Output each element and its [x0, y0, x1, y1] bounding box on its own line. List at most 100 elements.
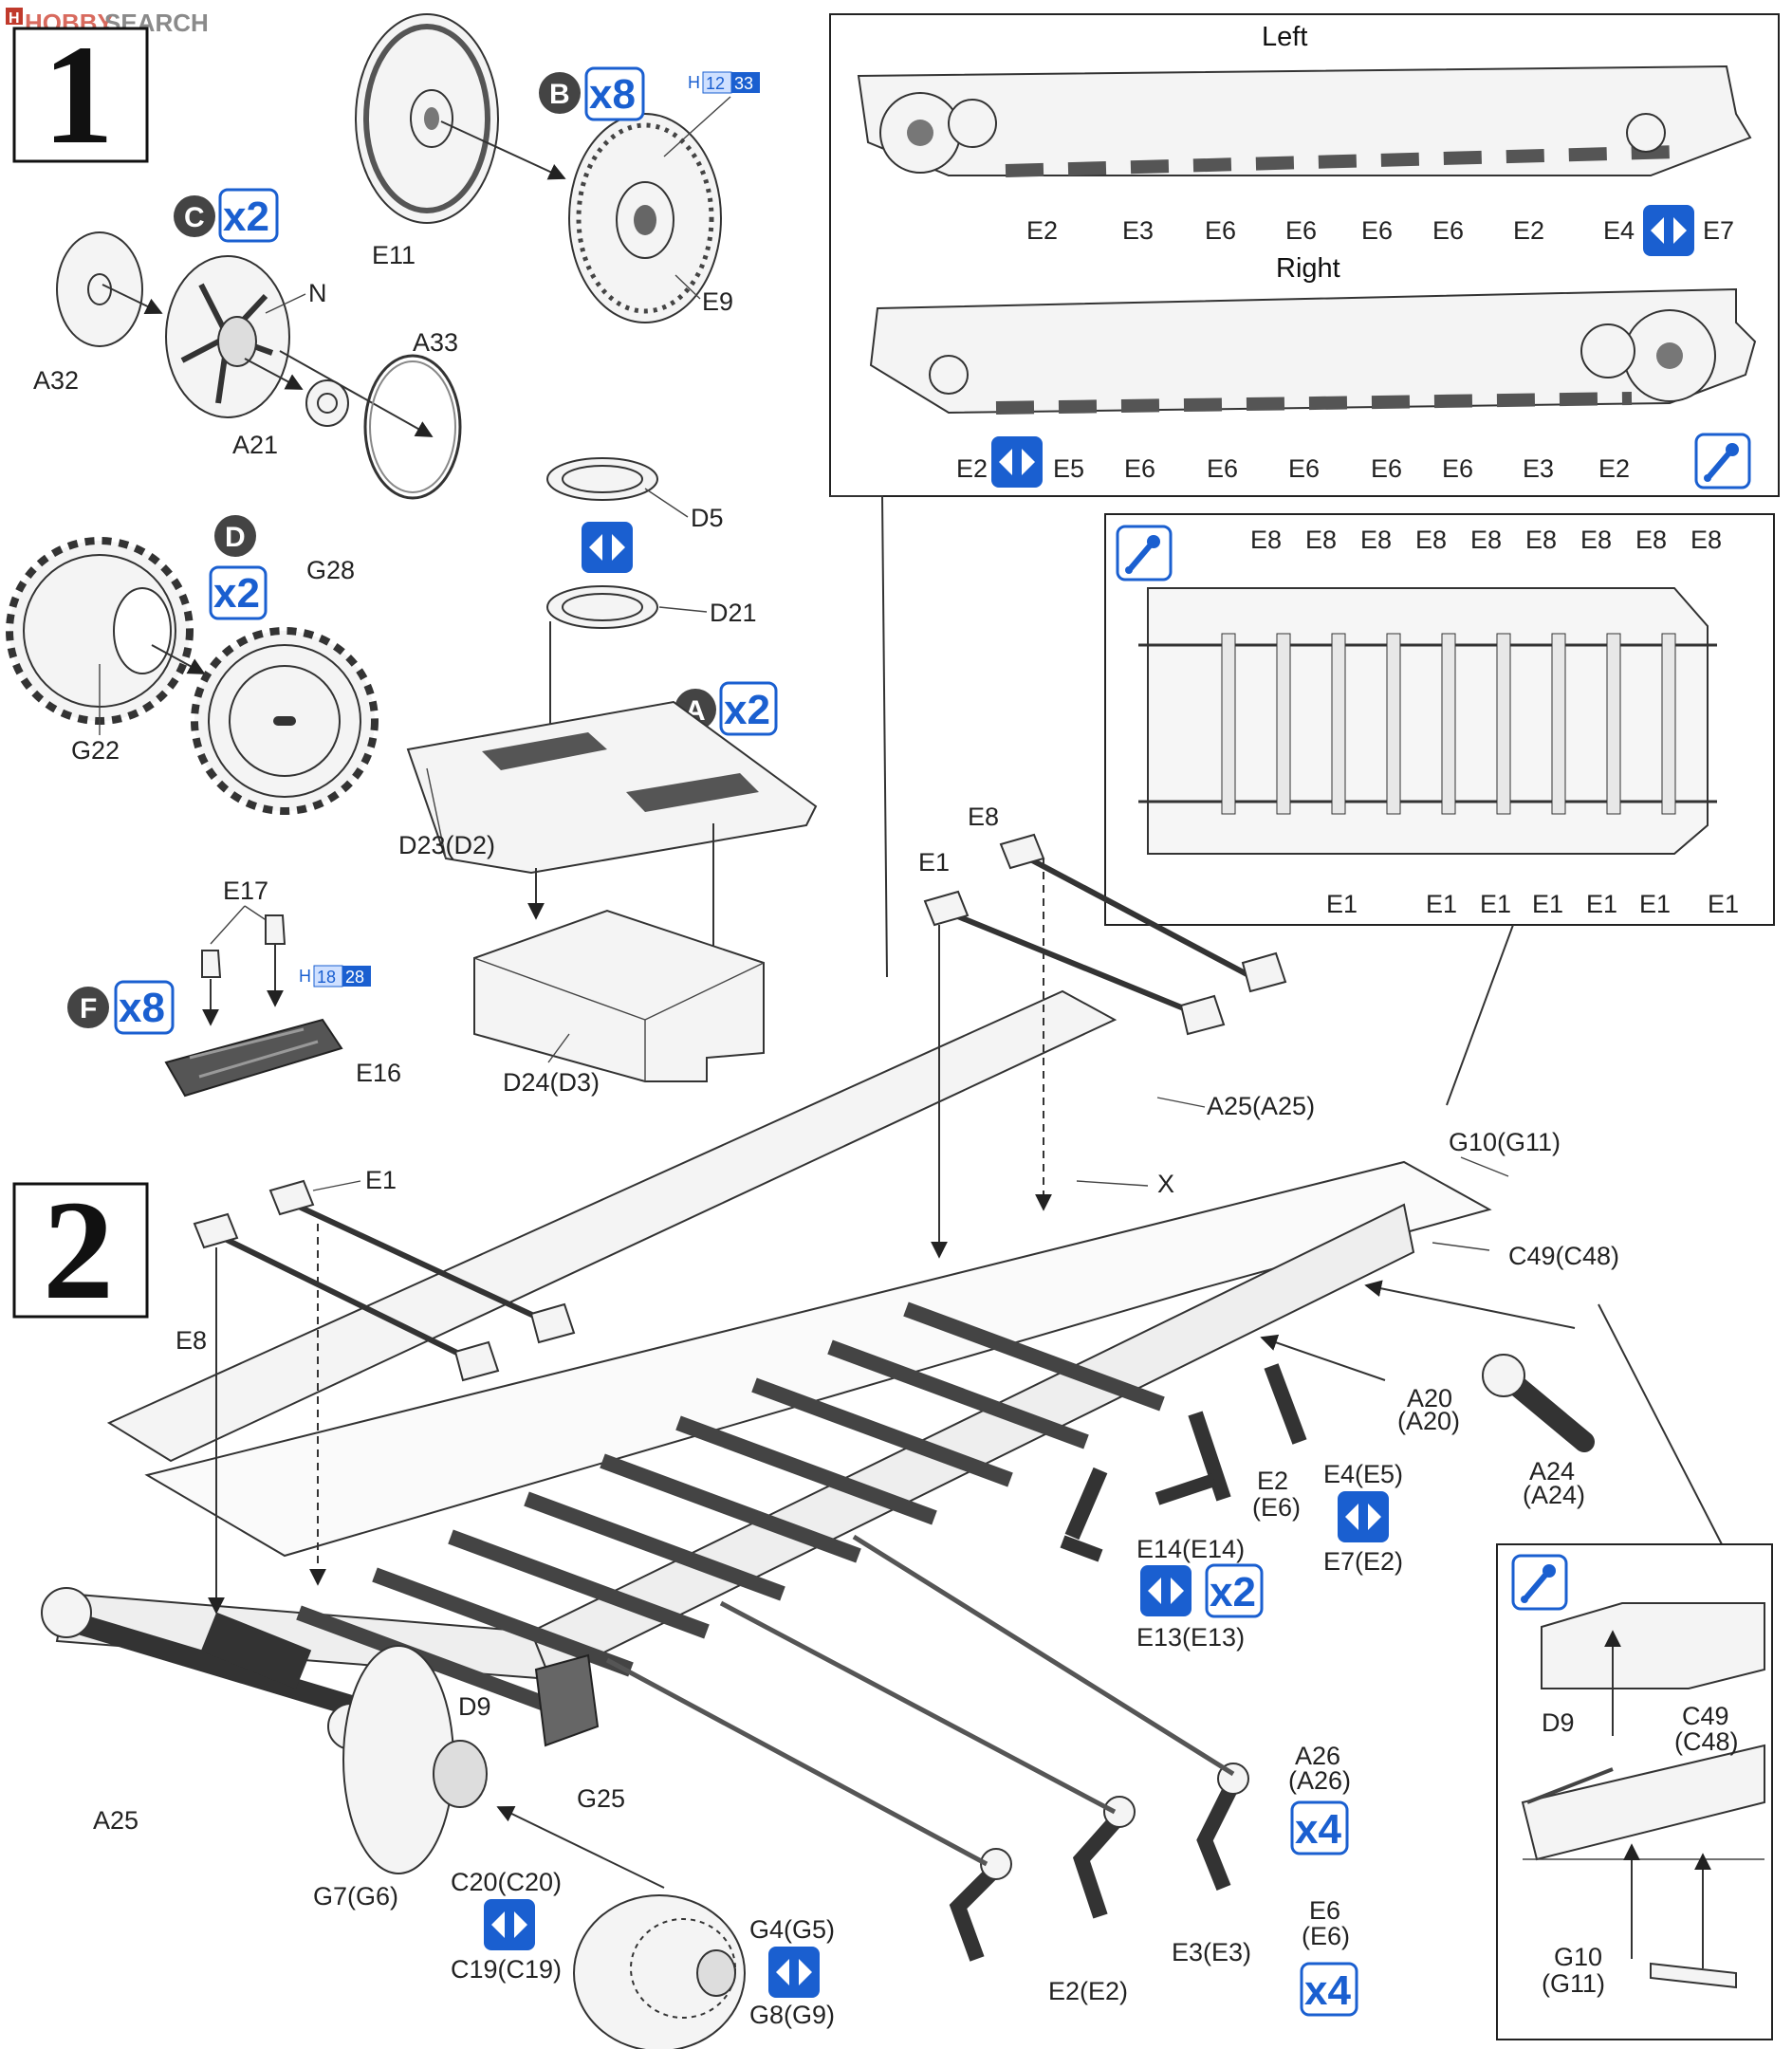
left-part-label: E6 — [1205, 216, 1236, 245]
arm-e3 — [1072, 1796, 1136, 1919]
step1-number: 1 — [43, 16, 114, 174]
sprue-d-badge: D x2 — [209, 515, 268, 620]
detail-label-g10a: G10 — [1554, 1943, 1602, 1971]
torsion-bar — [1606, 633, 1621, 815]
e8-part-label: E8 — [1525, 526, 1557, 554]
sprocket-g22 — [6, 537, 194, 725]
final-drive-g4 — [573, 1894, 746, 2049]
left-part-label: E6 — [1361, 216, 1393, 245]
suspension-arm-a24 — [1482, 1354, 1595, 1452]
torsion-bar — [600, 1453, 861, 1563]
step2-label-e14: E14(E14) — [1136, 1535, 1245, 1563]
step2-label-e6b: (E6) — [1302, 1922, 1350, 1950]
glue-icon — [1513, 1556, 1566, 1609]
label-e16: E16 — [356, 1059, 401, 1087]
step2-label-g4: G4(G5) — [749, 1915, 835, 1944]
torsion-bar — [1276, 633, 1291, 815]
step2-label-e4: E4(E5) — [1323, 1460, 1403, 1488]
svg-text:x2: x2 — [213, 570, 260, 617]
e8-part-label: E8 — [1580, 526, 1612, 554]
step2-label-e3: E3(E3) — [1172, 1938, 1251, 1966]
label-e1-left: E1 — [365, 1166, 397, 1194]
svg-text:H: H — [9, 10, 20, 27]
step1-number-box: 1 — [12, 16, 149, 174]
reverse-arrows-icon — [768, 1947, 820, 1998]
idler-part-a32 — [56, 231, 143, 347]
svg-text:12: 12 — [706, 74, 725, 93]
torsion-bar — [1386, 633, 1401, 815]
svg-text:H: H — [299, 967, 311, 986]
right-title: Right — [1276, 253, 1340, 284]
step2-label-c49: C49(C48) — [1508, 1242, 1619, 1270]
svg-text:x2: x2 — [724, 687, 770, 733]
block-d24 — [473, 909, 765, 1082]
label-n: N — [308, 279, 327, 307]
label-g22: G22 — [71, 736, 120, 765]
svg-text:28: 28 — [345, 968, 364, 987]
reverse-arrows-icon — [484, 1899, 535, 1950]
svg-text:x2: x2 — [223, 194, 269, 240]
e1-part-label: E1 — [1426, 890, 1457, 918]
torsion-bars — [296, 1301, 1165, 1715]
step2-label-a24a: A24 — [1529, 1457, 1575, 1486]
label-e1-top: E1 — [918, 848, 950, 877]
e8-part-label: E8 — [1635, 526, 1667, 554]
e1-part-label: E1 — [1586, 890, 1617, 918]
label-e9: E9 — [702, 287, 733, 316]
e8-part-label: E8 — [1360, 526, 1392, 554]
label-d21: D21 — [710, 599, 757, 627]
torsion-bar — [524, 1491, 785, 1601]
sprue-b-badge: B x8 — [539, 66, 645, 121]
detail-label-c49b: (C48) — [1674, 1727, 1739, 1756]
reverse-arrows-icon — [991, 436, 1043, 488]
label-a33: A33 — [413, 328, 458, 357]
right-part-label: E2 — [1598, 454, 1630, 483]
rail-e8-left — [193, 1212, 500, 1382]
e1-part-label: E1 — [1326, 890, 1358, 918]
hatch-d21 — [546, 585, 658, 629]
label-e8-left: E8 — [176, 1326, 207, 1355]
qty-x4-badge-b: x4 — [1300, 1962, 1358, 2017]
detail-label-c49a: C49 — [1682, 1702, 1729, 1730]
idler-wheel-n — [165, 255, 290, 418]
e8-part-label: E8 — [1470, 526, 1502, 554]
svg-text:H: H — [688, 73, 700, 92]
right-part-label: E6 — [1288, 454, 1320, 483]
front-assembly — [41, 1587, 488, 1874]
left-part-label: E7 — [1703, 216, 1734, 245]
qty-x2-badge: x2 — [1205, 1563, 1264, 1618]
label-d5: D5 — [691, 504, 724, 532]
torsion-bar — [827, 1339, 1089, 1449]
torsion-bar — [1551, 633, 1566, 815]
sprue-f-badge: F x8 — [67, 980, 175, 1035]
road-wheel-e9 — [568, 113, 722, 323]
step2-label-e2a: E2 — [1257, 1467, 1288, 1495]
step2-number: 2 — [43, 1172, 114, 1329]
label-e8-top: E8 — [968, 803, 999, 831]
step2-label-e2b: (E6) — [1252, 1493, 1301, 1522]
arm-a26 — [1196, 1763, 1249, 1891]
torsion-bar — [1496, 633, 1511, 815]
detail-label-d9: D9 — [1542, 1708, 1575, 1737]
track-guide-e17 — [201, 914, 286, 978]
label-d23: D23(D2) — [398, 831, 495, 859]
e1-part-label: E1 — [1480, 890, 1511, 918]
step2-label-g7: G7(G6) — [313, 1882, 398, 1911]
svg-text:x8: x8 — [589, 71, 636, 118]
svg-text:x4: x4 — [1295, 1806, 1341, 1853]
step2-label-a26a: A26 — [1295, 1742, 1340, 1770]
left-part-label: E2 — [1026, 216, 1058, 245]
e8-part-label: E8 — [1250, 526, 1282, 554]
rail-e1-left — [268, 1179, 576, 1344]
svg-text:B: B — [549, 79, 570, 110]
torsion-bar — [903, 1301, 1165, 1412]
glue-icon — [1118, 526, 1171, 580]
svg-text:18: 18 — [317, 968, 336, 987]
paint-ref-h1: H 12 33 — [688, 71, 760, 94]
torsion-bar — [1441, 633, 1456, 815]
right-part-label: E6 — [1124, 454, 1155, 483]
label-d24: D24(D3) — [503, 1068, 600, 1097]
step2-label-e6a: E6 — [1309, 1896, 1340, 1925]
